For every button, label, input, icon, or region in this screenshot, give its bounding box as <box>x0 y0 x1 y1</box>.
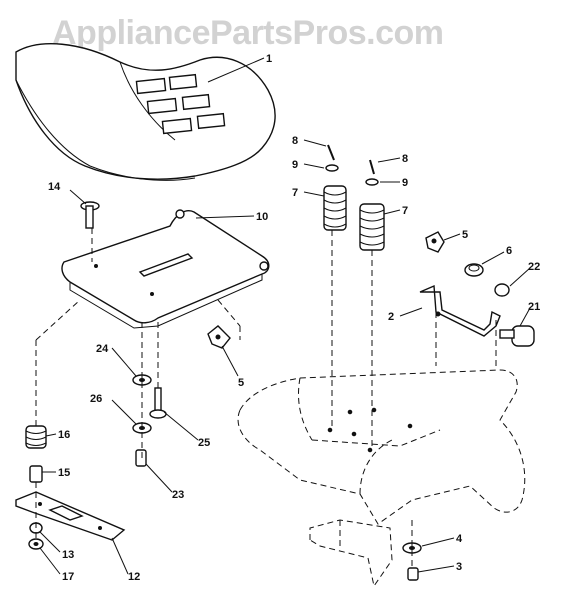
callout-25: 25 <box>198 437 210 449</box>
callout-13: 13 <box>62 549 74 561</box>
callout-10: 10 <box>256 211 268 223</box>
callout-24: 24 <box>96 343 109 355</box>
spring-stack-right[interactable] <box>359 159 385 251</box>
callout-16: 16 <box>58 429 70 441</box>
callout-22: 22 <box>528 261 540 273</box>
callout-17: 17 <box>62 571 74 583</box>
callout-7: 7 <box>402 205 408 217</box>
seat-clip-lower[interactable] <box>207 325 231 349</box>
assembly-lines <box>35 228 497 570</box>
leader-lines <box>39 57 531 575</box>
bolt-3-part[interactable] <box>407 567 419 581</box>
fender-chassis-outline <box>237 369 526 588</box>
callout-5: 5 <box>462 229 468 241</box>
callout-1: 1 <box>266 53 272 65</box>
callout-21: 21 <box>528 301 540 313</box>
bolt-23-part[interactable] <box>135 449 147 467</box>
watermark-text: AppliancePartsPros.com <box>52 14 444 52</box>
adjustment-knob-part[interactable] <box>499 325 535 347</box>
seat-bracket-part[interactable] <box>419 284 501 337</box>
callout-15: 15 <box>58 467 70 479</box>
slide-plate-part[interactable] <box>15 491 126 541</box>
callout-8: 8 <box>402 153 408 165</box>
seat-clip-upper[interactable] <box>425 231 445 253</box>
callout-8: 8 <box>292 135 298 147</box>
compression-spring-right <box>359 203 385 251</box>
callout-6: 6 <box>506 245 512 257</box>
spring-16-part[interactable] <box>25 425 47 449</box>
callout-26: 26 <box>90 393 102 405</box>
callout-3: 3 <box>456 561 462 573</box>
callout-5: 5 <box>238 377 244 389</box>
callout-labels: 1 14 10 8 9 7 8 9 7 5 6 22 2 21 24 5 26 … <box>48 53 540 583</box>
nut-part[interactable] <box>464 263 484 277</box>
callout-9: 9 <box>292 159 298 171</box>
carriage-bolt-part[interactable] <box>80 201 100 229</box>
washer-17-part[interactable] <box>28 538 44 550</box>
seat-pan-part[interactable] <box>61 209 270 329</box>
callout-12: 12 <box>128 571 140 583</box>
lock-nut-part[interactable] <box>494 283 510 297</box>
shoulder-bolt-part[interactable] <box>149 387 167 419</box>
callout-2: 2 <box>388 311 394 323</box>
callout-23: 23 <box>172 489 184 501</box>
seat-part[interactable] <box>15 43 276 181</box>
callout-14: 14 <box>48 181 61 193</box>
callout-7: 7 <box>292 187 298 199</box>
spring-stack-left[interactable] <box>323 144 347 231</box>
callout-4: 4 <box>456 533 463 545</box>
compression-spring-left <box>323 185 347 231</box>
spacer-15-part[interactable] <box>29 465 43 483</box>
callout-9: 9 <box>402 177 408 189</box>
